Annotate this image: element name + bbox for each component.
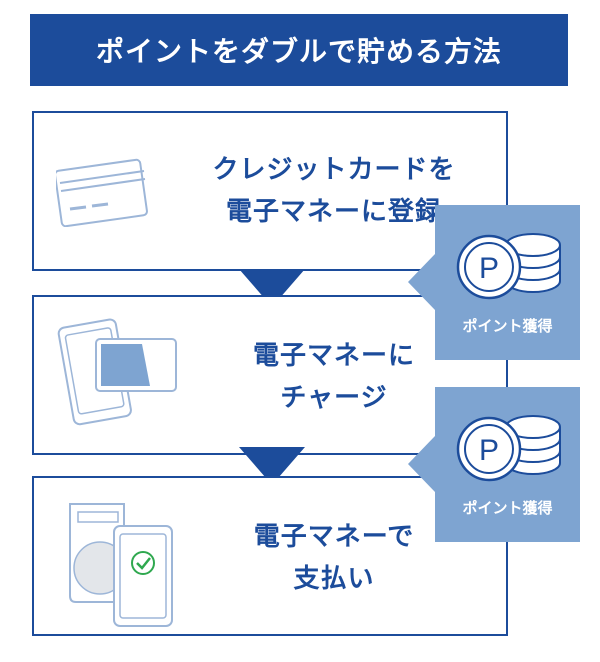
step-charge: 電子マネーに チャージ	[32, 295, 508, 455]
badge-2-pointer	[408, 436, 435, 492]
step-1-line1: クレジットカードを	[212, 155, 456, 185]
badge-2-label: ポイント獲得	[462, 499, 553, 517]
step-2-text: 電子マネーに チャージ	[184, 335, 484, 419]
page-title-text: ポイントをダブルで貯める方法	[95, 35, 502, 68]
point-badge-2: P ポイント獲得	[435, 387, 580, 542]
step-1-line2: 電子マネーに登録	[225, 197, 442, 227]
credit-card-icon	[56, 158, 148, 227]
step-1-text: クレジットカードを 電子マネーに登録	[184, 149, 484, 233]
step-register-card: クレジットカードを 電子マネーに登録	[32, 111, 508, 271]
step-3-line1: 電子マネーで	[253, 522, 415, 552]
coin-letter: P	[479, 252, 499, 285]
point-coins-icon: P	[456, 233, 561, 300]
payment-terminal-icon	[69, 503, 173, 627]
point-coins-icon: P	[456, 415, 561, 482]
coin-letter: P	[479, 434, 499, 467]
badge-1-pointer	[408, 254, 435, 310]
step-2-line1: 電子マネーに	[252, 341, 415, 371]
step-3-line2: 支払い	[293, 564, 375, 594]
step-2-line2: チャージ	[280, 383, 388, 413]
step-3-text: 電子マネーで 支払い	[184, 516, 484, 600]
phone-card-charge-icon	[57, 318, 177, 426]
page-title: ポイントをダブルで貯める方法	[30, 14, 568, 86]
step-pay: 電子マネーで 支払い	[32, 476, 508, 636]
badge-1-label: ポイント獲得	[462, 317, 553, 335]
point-badge-1: P ポイント獲得	[435, 205, 580, 360]
